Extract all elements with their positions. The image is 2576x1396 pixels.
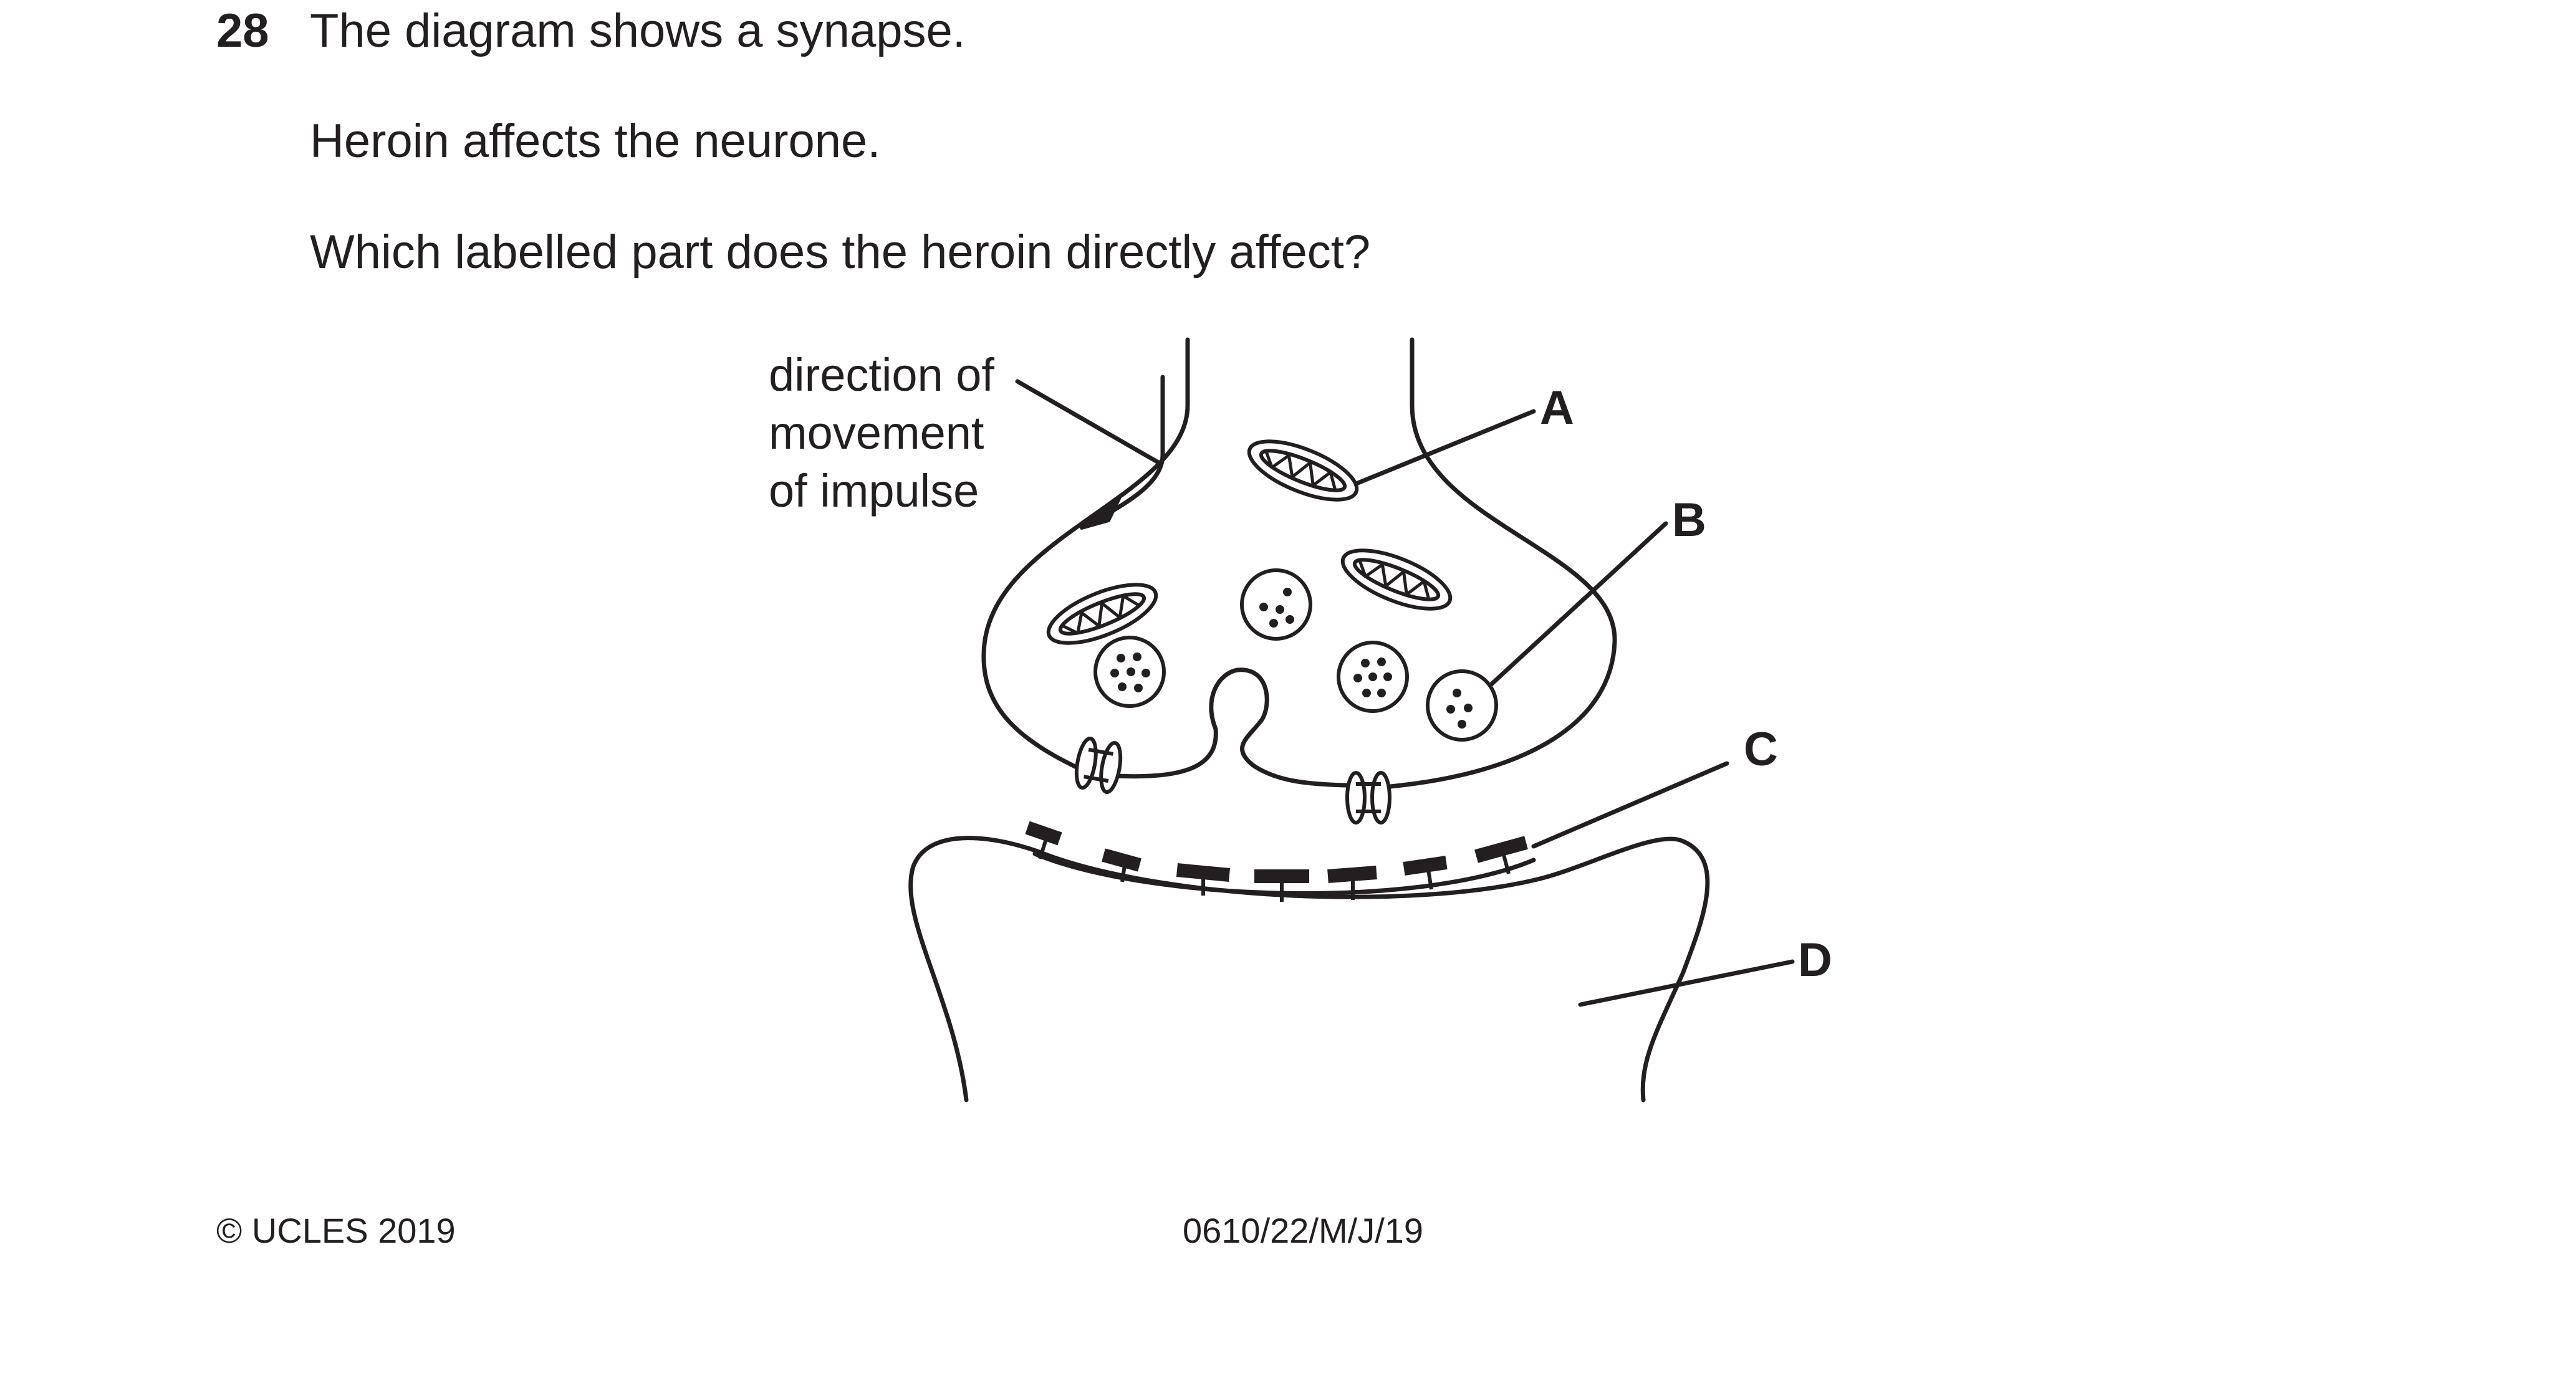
receptor-sites [1025,821,1528,902]
label-c: C [1744,723,1778,776]
vesicle [1093,636,1166,708]
mitochondrion-a [1247,439,1359,502]
presynaptic-channels [1074,737,1391,825]
question-line-2: Heroin affects the neurone. [310,115,881,168]
mitochondria-group [1046,439,1453,645]
label-b: B [1672,494,1706,547]
mitochondrion [1340,548,1453,611]
label-c-leader-line [1531,761,1729,849]
vesicle [1337,641,1409,713]
label-a-leader-line [1355,409,1536,485]
question-line-3: Which labelled part does the heroin dire… [310,226,1371,279]
vesicle-b [1426,669,1498,742]
mitochondrion [1046,583,1158,645]
label-d-leader-line [1578,959,1795,1007]
question-number: 28 [216,4,269,57]
annotation-leader-line [1015,379,1161,465]
copyright-notice: © UCLES 2019 [216,1211,456,1250]
impulse-annotation-line-3: of impulse [769,465,979,517]
paper-code: 0610/22/M/J/19 [1183,1211,1424,1250]
label-a: A [1540,381,1574,434]
postsynaptic-neurone-outline [908,836,1710,1102]
membrane-channel [1074,737,1123,794]
presynaptic-terminal-outline [981,337,1617,789]
vesicle [1240,568,1312,641]
impulse-annotation-line-2: movement [769,407,984,459]
vesicles-group [1093,568,1498,742]
membrane-channel [1345,771,1391,825]
label-d: D [1798,934,1832,987]
label-b-leader-line [1487,521,1668,688]
impulse-annotation-line-1: direction of [769,349,994,401]
impulse-arrowhead [1080,497,1121,530]
question-line-1: The diagram shows a synapse. [310,4,966,57]
